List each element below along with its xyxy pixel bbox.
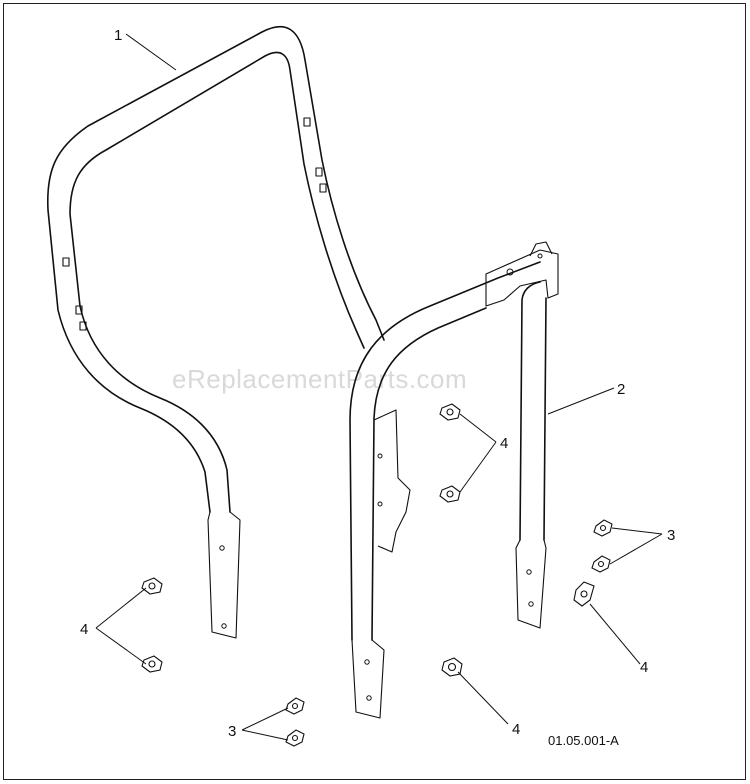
watermark-text: eReplacementParts.com <box>172 364 467 394</box>
callout-bolt-4-bottom: 4 <box>512 721 520 738</box>
drawing-code: 01.05.001-A <box>548 733 619 748</box>
roll-bar-part-2 <box>349 241 559 719</box>
callout-bolts-3-right: 3 <box>667 527 675 544</box>
leader-lines <box>95 33 663 741</box>
bolt-3-right-upper <box>593 519 613 537</box>
bolt-4-left-upper <box>141 577 163 595</box>
callout-bolts-4-middle: 4 <box>500 435 508 452</box>
callout-bolts-4-left: 4 <box>80 621 88 638</box>
callout-part-1: 1 <box>114 27 122 44</box>
callout-part-2: 2 <box>617 381 625 398</box>
callout-bolts-3-bottom: 3 <box>228 723 236 740</box>
bolt-3-bottom-upper <box>285 697 305 715</box>
bolt-4-middle-lower <box>439 485 461 503</box>
roll-bar-part-1 <box>46 26 385 639</box>
bolt-4-left-lower <box>141 655 163 673</box>
bolt-3-bottom-lower <box>285 729 305 747</box>
diagram-frame <box>3 3 746 780</box>
bolt-3-right-lower <box>591 555 611 573</box>
bolt-4-right <box>573 581 595 607</box>
callout-bolt-4-right: 4 <box>640 659 648 676</box>
bolt-4-middle-upper <box>439 403 461 421</box>
